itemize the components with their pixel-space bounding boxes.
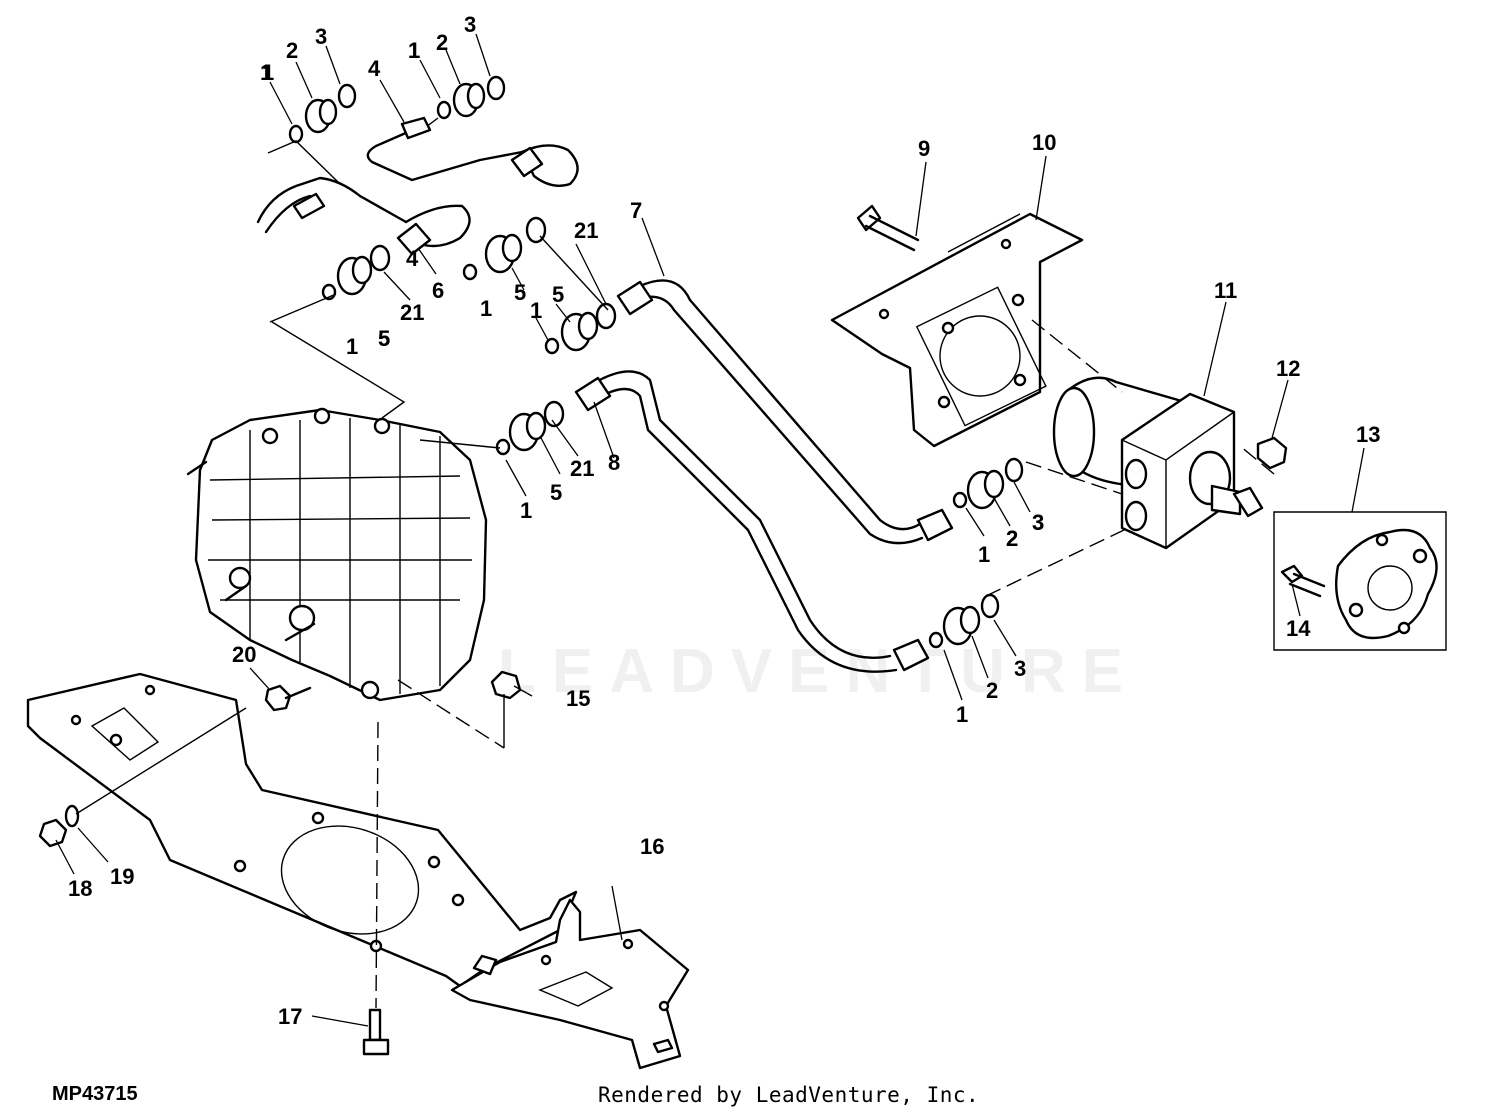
callout-3: 3 — [1032, 510, 1044, 535]
figure-id: MP43715 — [52, 1083, 138, 1105]
callout-1: 1 — [956, 702, 968, 727]
callout-1: 1 — [480, 296, 492, 321]
callout-16: 16 — [640, 834, 664, 859]
callout-1: 1 — [978, 542, 990, 567]
callout-1: 1 — [262, 60, 274, 85]
hydraulic-motor-11 — [1054, 378, 1262, 548]
callout-4: 4 — [368, 56, 381, 81]
callout-6: 6 — [432, 278, 444, 303]
callout-2: 2 — [436, 30, 448, 55]
mid-fittings-group — [270, 218, 615, 454]
assembly-lines — [76, 214, 1274, 1008]
callout-2: 2 — [1006, 526, 1018, 551]
callout-18: 18 — [68, 876, 92, 901]
callout-1: 1 — [520, 498, 532, 523]
callout-10: 10 — [1032, 130, 1056, 155]
callout-3: 3 — [1014, 656, 1026, 681]
hydraulic-tube-8 — [576, 371, 928, 671]
callout-1: 1 — [530, 298, 542, 323]
callout-12: 12 — [1276, 356, 1300, 381]
callout-17: 17 — [278, 1004, 302, 1029]
callout-3: 3 — [464, 12, 476, 37]
callout-3: 3 — [315, 24, 327, 49]
right-fittings-group — [930, 459, 1022, 647]
callout-2: 2 — [986, 678, 998, 703]
callout-2: 2 — [1006, 526, 1018, 551]
callout-11: 11 — [1214, 278, 1237, 303]
callout-labels: 1 2 3 1 2 3 4 1 2 3 4 5 6 7 8 9 10 11 12… — [68, 12, 1380, 1029]
callout-5: 5 — [550, 480, 562, 505]
callout-14: 14 — [1286, 616, 1311, 641]
callout-5: 5 — [552, 282, 564, 307]
leader-lines — [56, 34, 1364, 1026]
callout-21: 21 — [574, 218, 598, 243]
callout-1: 1 — [408, 38, 420, 63]
watermark: LEADVENTURE — [498, 637, 1140, 706]
upper-fittings-group — [258, 77, 578, 254]
callout-1: 1 — [260, 60, 272, 85]
frame-plate — [28, 674, 576, 986]
hydraulic-pump — [188, 409, 486, 700]
render-credit: Rendered by LeadVenture, Inc. — [598, 1083, 980, 1107]
callout-5: 5 — [378, 326, 390, 351]
callout-21: 21 — [400, 300, 424, 325]
callout-2: 2 — [286, 38, 298, 63]
bracket-10 — [832, 206, 1082, 446]
hydraulic-tube-7 — [618, 280, 952, 543]
callout-21: 21 — [570, 456, 594, 481]
callout-9: 9 — [918, 136, 930, 161]
callout-13: 13 — [1356, 422, 1380, 447]
callout-5: 5 — [378, 326, 390, 351]
hardware-bolts — [40, 686, 388, 1054]
nut-12 — [1258, 438, 1286, 468]
callout-1: 1 — [346, 334, 358, 359]
callout-1: 1 — [408, 38, 420, 63]
callout-7: 7 — [630, 198, 642, 223]
callout-8: 8 — [608, 450, 620, 475]
callout-20: 20 — [232, 642, 256, 667]
callout-15: 15 — [566, 686, 590, 711]
bracket-16 — [452, 900, 688, 1068]
callout-3: 3 — [1032, 510, 1044, 535]
coupler-inset — [1274, 512, 1446, 650]
callout-19: 19 — [110, 864, 134, 889]
callout-5: 5 — [514, 280, 526, 305]
callout-4: 4 — [406, 246, 419, 271]
nut-15 — [492, 672, 520, 698]
